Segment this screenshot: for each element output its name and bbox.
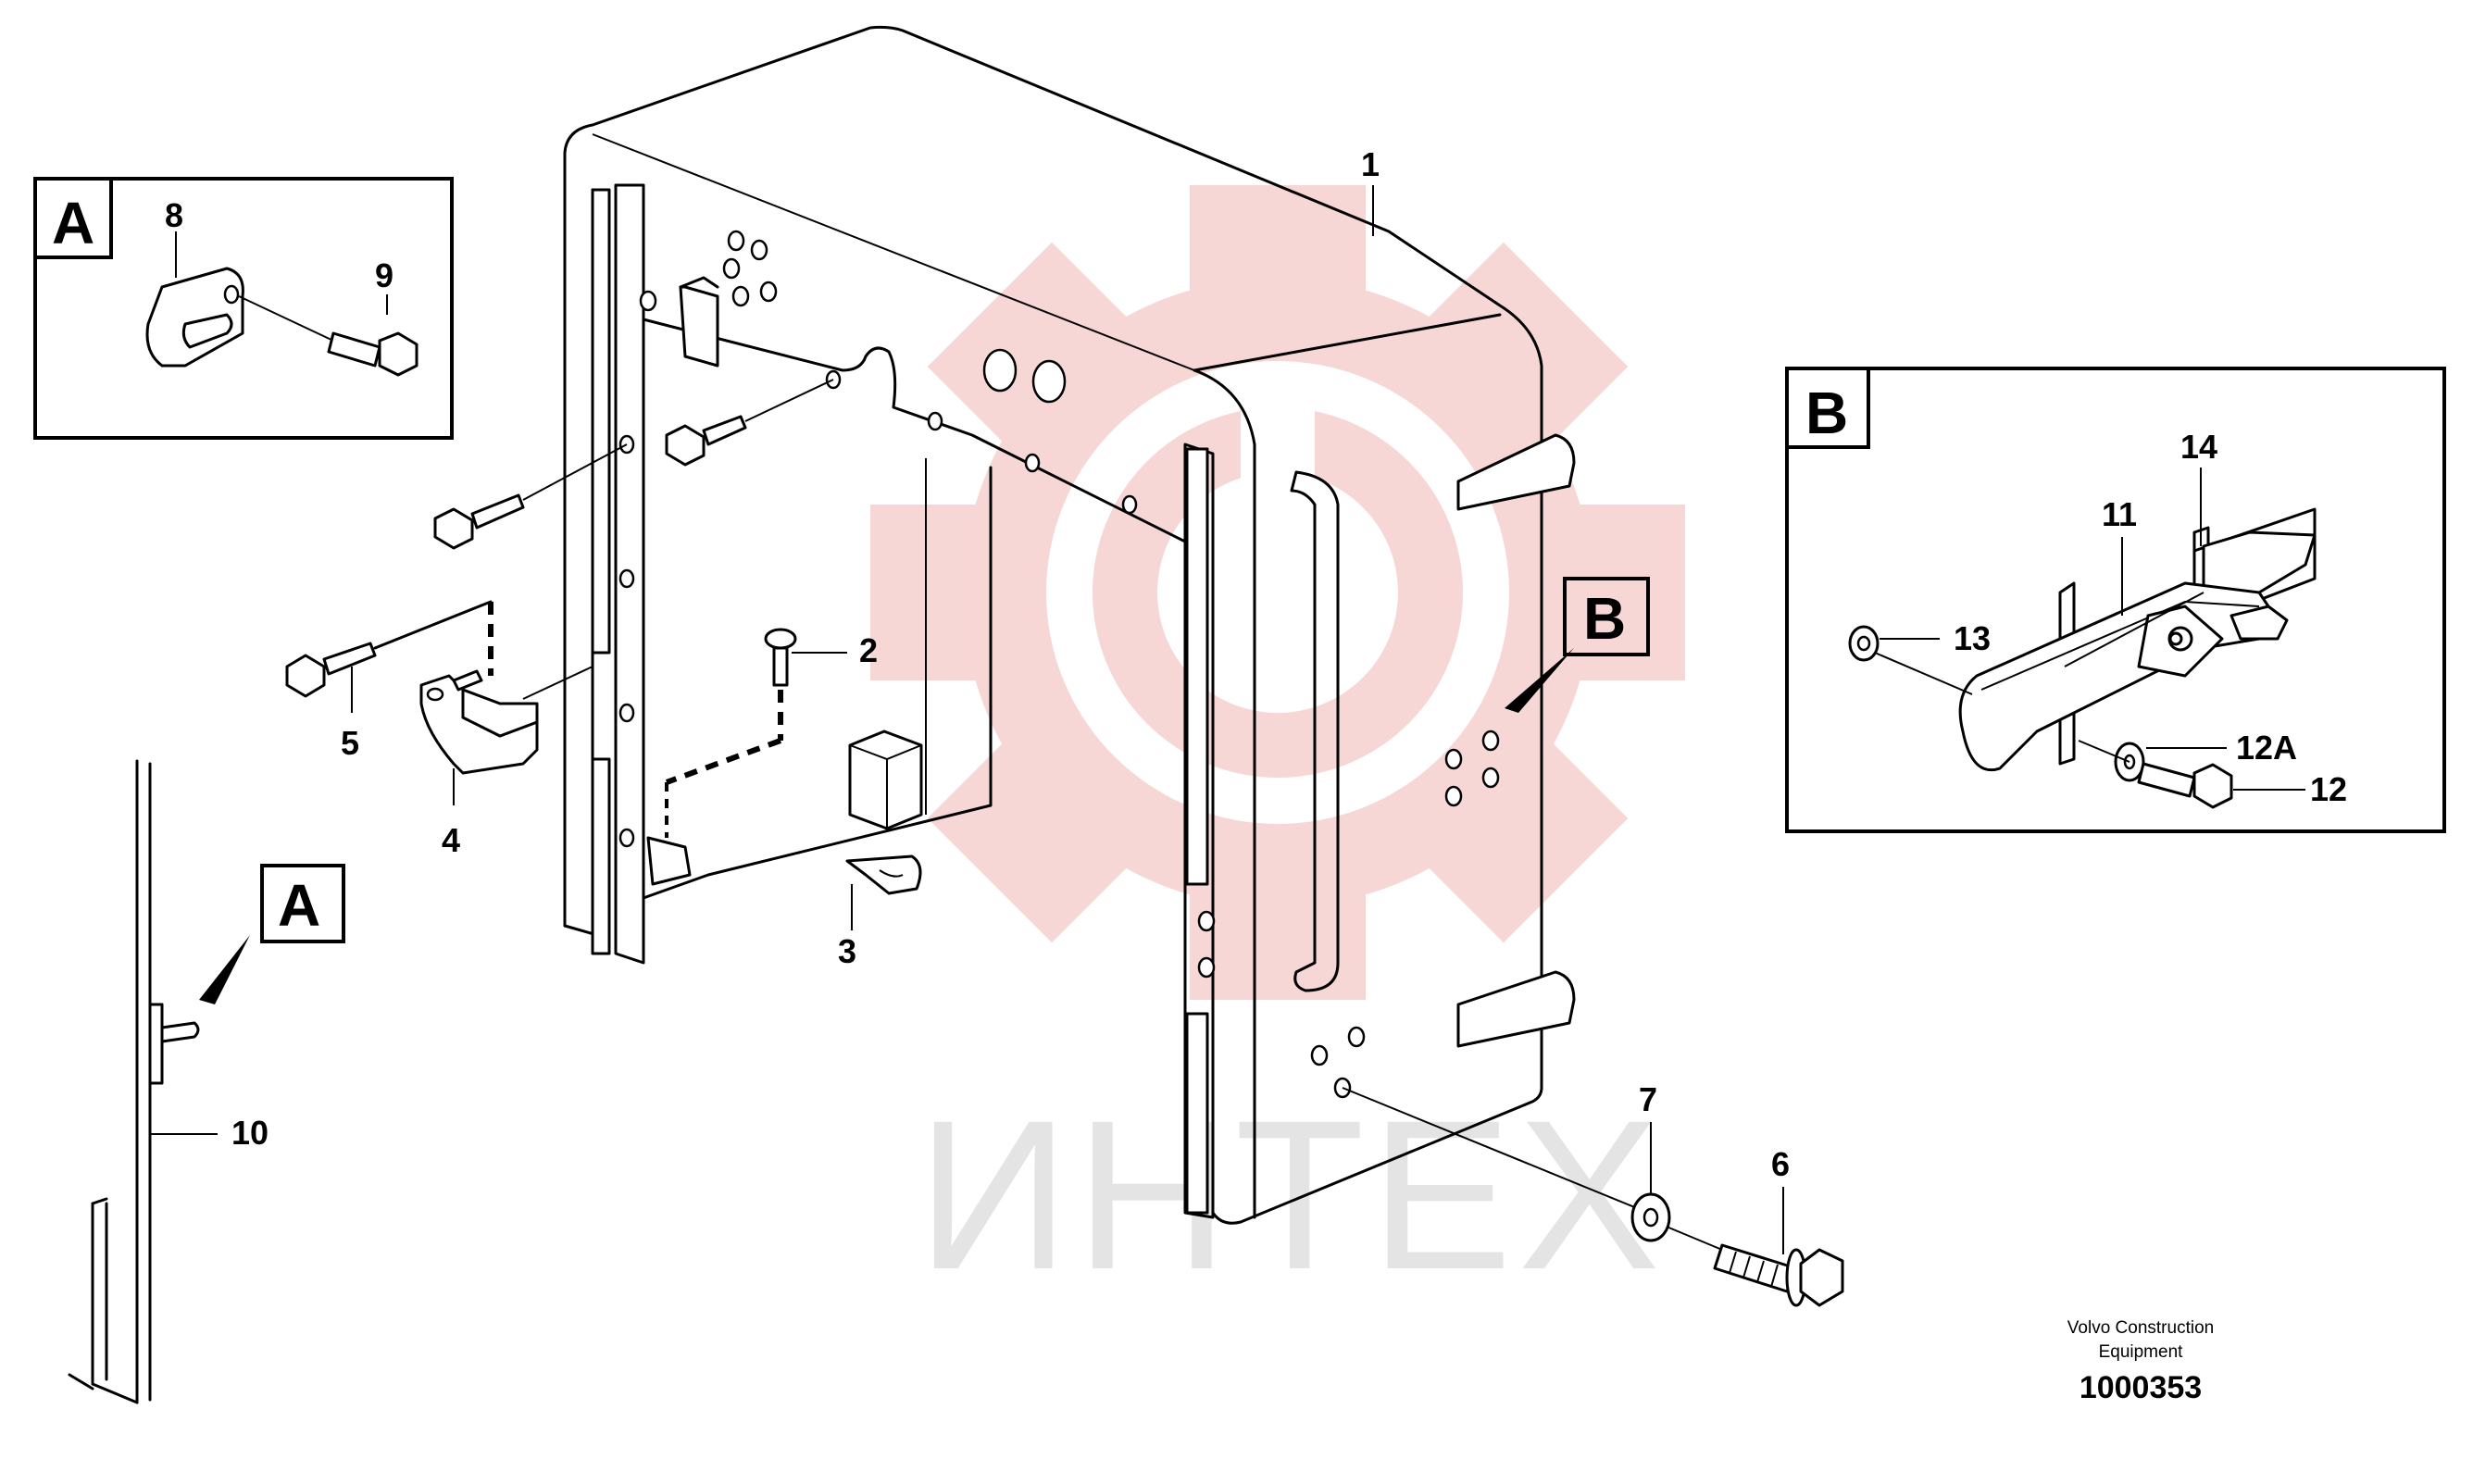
callout-12: 12 [2310, 770, 2347, 808]
callout-6: 6 [1771, 1145, 1790, 1183]
callout-3: 3 [838, 932, 856, 970]
detail-b-letter: B [1805, 380, 1848, 446]
bolt-and-washer: 7 6 [1342, 1080, 1844, 1307]
housing-holes [618, 230, 1500, 1099]
cabinet-bolts [285, 379, 834, 838]
callout-10: 10 [231, 1114, 269, 1152]
detail-b-box: B 13 12A 12 11 14 [1785, 367, 2446, 833]
credit-line-2: Equipment [2099, 1342, 2184, 1362]
watermark-text: ИНТЕХ [917, 1076, 1666, 1314]
callout-7: 7 [1639, 1080, 1657, 1118]
callout-4: 4 [442, 821, 460, 859]
marker-b: B [1505, 577, 1650, 713]
detail-a-letter: A [52, 190, 94, 256]
callout-14: 14 [2180, 428, 2217, 466]
callout-12a: 12A [2236, 729, 2297, 767]
callout-9: 9 [375, 256, 393, 294]
marker-a-letter: A [278, 872, 320, 939]
callout-13: 13 [1954, 619, 1991, 657]
callout-2: 2 [859, 631, 878, 669]
module-part-3 [845, 730, 923, 895]
callout-11: 11 [2102, 495, 2137, 533]
wall-part-10: A 10 [68, 759, 345, 1404]
cabinet-housing [563, 25, 1576, 1225]
callout-5: 5 [341, 724, 359, 762]
detail-a-box: A 8 9 [33, 177, 454, 440]
marker-b-letter: B [1583, 585, 1626, 652]
callout-8: 8 [165, 196, 183, 234]
credit-line-1: Volvo Construction [2067, 1318, 2214, 1338]
bracket-part-4 [419, 669, 539, 775]
callout-1: 1 [1361, 145, 1380, 183]
drawing-number: 1000353 [2080, 1370, 2202, 1405]
